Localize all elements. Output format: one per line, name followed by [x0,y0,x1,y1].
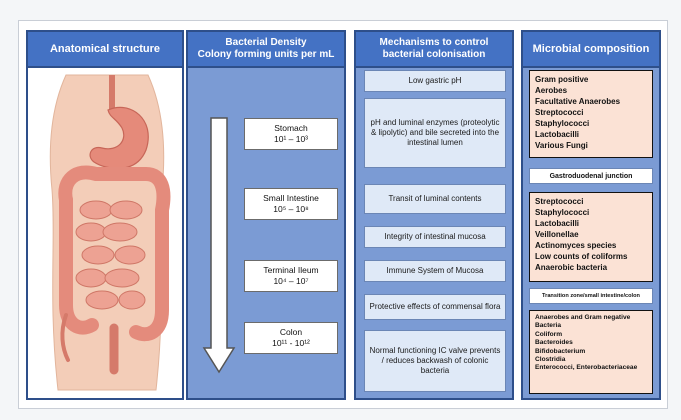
density-terminal-ileum: Terminal Ileum 10⁴ – 10⁷ [244,260,338,292]
density-small-intestine: Small Intestine 10⁵ – 10⁸ [244,188,338,220]
density-stomach-range: 10¹ – 10³ [245,134,337,145]
organism: Anaerobic bacteria [535,262,647,273]
organism: Lactobacilli [535,218,647,229]
density-title: Bacterial Density [188,37,344,49]
organism: Aerobes [535,85,647,96]
mechanism-item: Integrity of intestinal mucosa [364,226,506,248]
density-stomach-label: Stomach [245,123,337,134]
mechanism-item: Low gastric pH [364,70,506,92]
organism: Actinomyces species [535,240,647,251]
organism: Clostridia [535,356,647,364]
composition-title: Microbial composition [523,43,659,55]
mechanism-item: Normal functioning IC valve prevents / r… [364,330,506,392]
organism: Lactobacilli [535,129,647,140]
mechanisms-header: Mechanisms to control bacterial colonisa… [356,32,512,68]
organism: Bacteria [535,322,647,330]
anatomy-title: Anatomical structure [28,43,182,55]
composition-group-stomach: Gram positive Aerobes Facultative Anaero… [529,70,653,158]
anatomy-column: Anatomical structure [26,30,184,400]
density-subtitle: Colony forming units per mL [188,49,344,61]
density-column: Bacterial Density Colony forming units p… [186,30,346,400]
density-colon-range: 10¹¹ - 10¹² [245,338,337,349]
organism: Streptococci [535,196,647,207]
organism: Bacteroides [535,339,647,347]
down-arrow-icon [202,116,236,376]
composition-group-colon: Anaerobes and Gram negative Bacteria Col… [529,310,653,394]
composition-header: Microbial composition [523,32,659,68]
organism: Veillonellae [535,229,647,240]
organism: Enterococci, Enterobacteriaceae [535,364,647,372]
gastroduodenal-junction-label: Gastroduodenal junction [529,168,653,184]
density-header: Bacterial Density Colony forming units p… [188,32,344,68]
organism: Bifidobacterium [535,348,647,356]
mechanisms-column: Mechanisms to control bacterial colonisa… [354,30,514,400]
composition-group-small-intestine: Streptococci Staphylococci Lactobacilli … [529,192,653,282]
density-small-intestine-label: Small Intestine [245,193,337,204]
organism: Streptococci [535,107,647,118]
density-stomach: Stomach 10¹ – 10³ [244,118,338,150]
density-terminal-ileum-label: Terminal Ileum [245,265,337,276]
mechanism-item: pH and luminal enzymes (proteolytic & li… [364,98,506,168]
organism: Staphylococci [535,118,647,129]
mechanism-item: Protective effects of commensal flora [364,294,506,320]
organism: Coliform [535,331,647,339]
density-colon-label: Colon [245,327,337,338]
composition-column: Microbial composition Gram positive Aero… [521,30,661,400]
mechanism-item: Transit of luminal contents [364,184,506,214]
mechanisms-title: Mechanisms to control [356,37,512,49]
density-terminal-ileum-range: 10⁴ – 10⁷ [245,276,337,287]
organism: Gram positive [535,74,647,85]
anatomy-header: Anatomical structure [28,32,182,68]
organism: Staphylococci [535,207,647,218]
organism: Low counts of coliforms [535,251,647,262]
organism: Facultative Anaerobes [535,96,647,107]
organism: Various Fungi [535,140,647,151]
transition-zone-label: Transition zone/small intestine/colon [529,288,653,304]
mechanisms-subtitle: bacterial colonisation [356,49,512,61]
density-colon: Colon 10¹¹ - 10¹² [244,322,338,354]
mechanism-item: Immune System of Mucosa [364,260,506,282]
organism: Anaerobes and Gram negative [535,314,647,322]
digestive-tract-illustration [36,70,178,395]
density-small-intestine-range: 10⁵ – 10⁸ [245,204,337,215]
